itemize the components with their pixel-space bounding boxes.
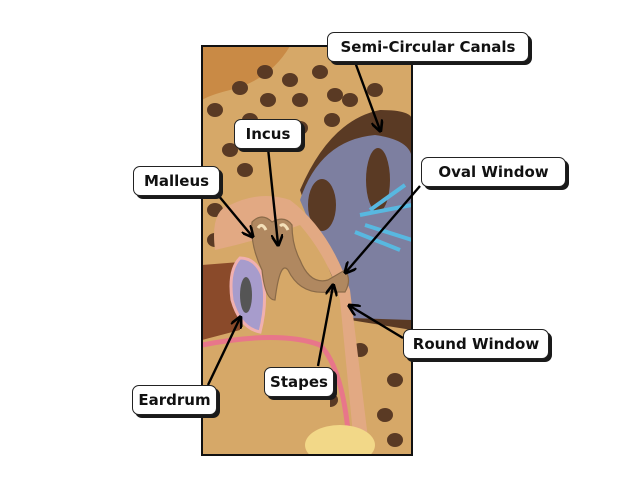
canal-loop	[366, 148, 390, 212]
bone-spot	[260, 93, 276, 107]
label-stapes: Stapes	[264, 367, 334, 397]
label-semicircular-canals: Semi-Circular Canals	[327, 32, 529, 62]
label-incus: Incus	[234, 119, 302, 149]
label-round-window: Round Window	[403, 329, 549, 359]
label-malleus: Malleus	[133, 166, 220, 196]
arrow-incus	[266, 147, 278, 244]
eardrum-center	[240, 277, 252, 313]
bone-spot	[387, 373, 403, 387]
label-arrows	[206, 61, 421, 386]
arrow-stapes	[316, 286, 333, 367]
bone-spot	[282, 73, 298, 87]
upper-tissue	[202, 46, 290, 100]
canal-wall	[202, 335, 353, 455]
bone-spot	[387, 433, 403, 447]
diagram-border	[201, 45, 413, 456]
bone-spot	[367, 83, 383, 97]
label-eardrum: Eardrum	[132, 385, 217, 415]
bone-spot	[377, 408, 393, 422]
arrow-malleus	[217, 194, 252, 236]
bone-spot	[237, 163, 253, 177]
bone-spot	[292, 93, 308, 107]
bone-spot	[342, 93, 358, 107]
arrow-oval-window	[346, 185, 421, 272]
lower-tissue	[305, 425, 375, 455]
ossicle-highlight	[256, 223, 290, 231]
bone-spot	[222, 143, 238, 157]
arrow-round-window	[350, 306, 404, 340]
canal-loop	[308, 179, 336, 231]
cochlear-nerve	[354, 183, 412, 252]
bone-spot	[312, 65, 328, 79]
bone-spot	[207, 103, 223, 117]
bone-spot	[324, 113, 340, 127]
arrow-semicircular	[353, 61, 380, 130]
bone-spot	[232, 81, 248, 95]
arrow-eardrum	[206, 318, 240, 386]
label-oval-window: Oval Window	[421, 157, 566, 187]
middle-ear-lining	[214, 196, 370, 455]
bone-spot	[327, 88, 343, 102]
bone-spot	[257, 65, 273, 79]
